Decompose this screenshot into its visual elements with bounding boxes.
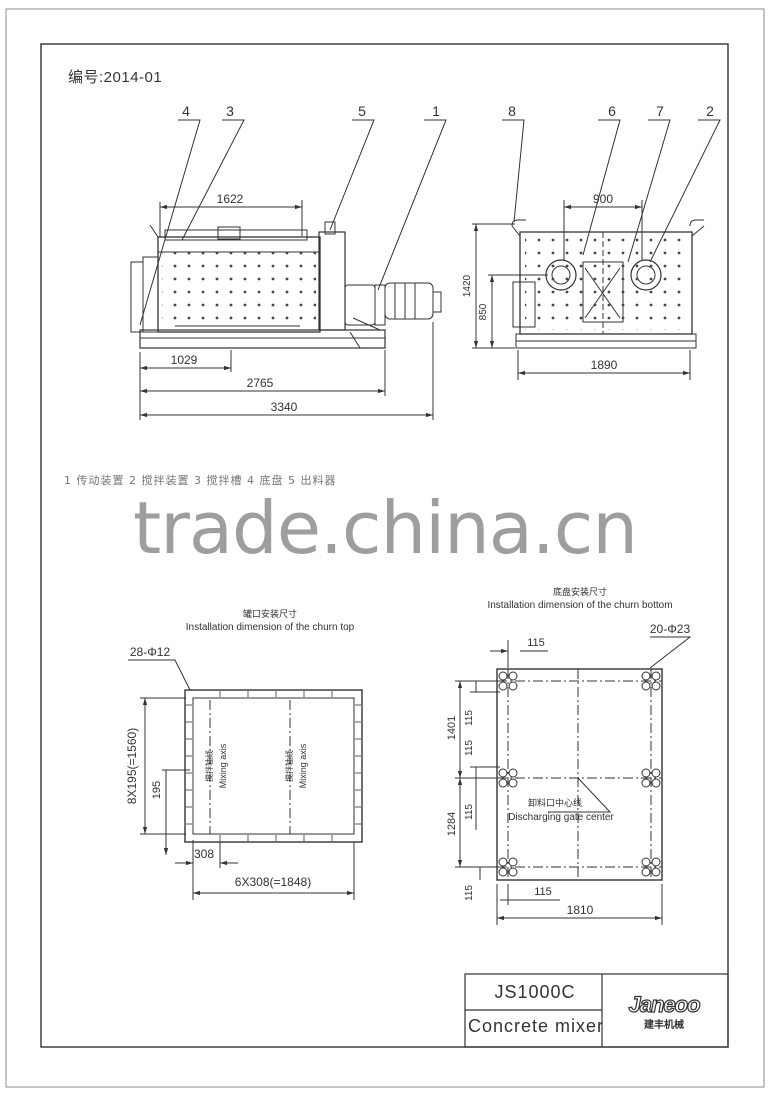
company-logo-sub: 建丰机械 bbox=[644, 1020, 684, 1031]
callout-3: 3 bbox=[226, 103, 234, 119]
axis-label-right-en: Mixing axis bbox=[298, 743, 308, 788]
dim-3340: 3340 bbox=[271, 400, 298, 414]
bottom-install-title-cn: 底盘安装尺寸 bbox=[553, 586, 607, 598]
dim-top-115: 115 bbox=[527, 637, 545, 649]
front-view bbox=[130, 119, 447, 420]
title-block bbox=[464, 973, 729, 1048]
title-block-name: Concrete mixer bbox=[468, 1016, 605, 1036]
parts-list-partial: 1 传动装置 2 搅拌装置 3 搅拌槽 4 底盘 5 出料器 bbox=[64, 474, 337, 487]
inner-frame bbox=[40, 43, 729, 1048]
top-install-title-en: Installation dimension of the churn top bbox=[186, 622, 355, 633]
dim-308: 308 bbox=[194, 847, 214, 861]
dim-1401: 1401 bbox=[446, 716, 458, 740]
top-hole-spec: 28-Φ12 bbox=[130, 645, 171, 659]
top-install-title-cn: 罐口安装尺寸 bbox=[243, 608, 297, 620]
bottom-install-drawing bbox=[455, 636, 692, 925]
front-view-labels: 4 3 5 1 1622 1029 2765 3340 bbox=[171, 103, 440, 414]
callout-4: 4 bbox=[182, 103, 190, 119]
dim-1420: 1420 bbox=[462, 274, 473, 297]
title-block-model: JS1000C bbox=[494, 982, 576, 1002]
dim-115-b: 115 bbox=[464, 740, 475, 756]
dim-115-d: 115 bbox=[464, 885, 475, 901]
side-view-labels: 8 6 7 2 900 1420 850 1890 bbox=[462, 103, 714, 372]
axis-label-left-en: Mixing axis bbox=[218, 743, 228, 788]
drawing-number: 编号:2014-01 bbox=[68, 69, 163, 86]
company-logo: Janeoo bbox=[628, 991, 701, 1017]
callout-8: 8 bbox=[508, 103, 516, 119]
discharge-center-cn: 卸料口中心线 bbox=[528, 797, 582, 809]
dim-1890: 1890 bbox=[591, 358, 618, 372]
dim-195: 195 bbox=[151, 781, 163, 799]
bottom-install-title-en: Installation dimension of the churn bott… bbox=[487, 600, 672, 611]
dim-900: 900 bbox=[593, 192, 613, 206]
dim-2765: 2765 bbox=[247, 376, 274, 390]
callout-7: 7 bbox=[656, 103, 664, 119]
axis-label-right-cn: 搅拌轴线 bbox=[284, 750, 294, 782]
bottom-hole-spec: 20-Φ23 bbox=[650, 622, 691, 636]
dim-1029: 1029 bbox=[171, 353, 198, 367]
dim-850: 850 bbox=[478, 303, 489, 320]
side-view bbox=[472, 119, 721, 380]
axis-label-left-cn: 搅拌轴线 bbox=[204, 750, 214, 782]
bottom-install-labels: 底盘安装尺寸 Installation dimension of the chu… bbox=[446, 586, 690, 917]
watermark: trade.china.cn bbox=[133, 486, 638, 570]
dim-115-c: 115 bbox=[464, 804, 475, 820]
dim-1810: 1810 bbox=[567, 903, 594, 917]
callout-6: 6 bbox=[608, 103, 616, 119]
callout-2: 2 bbox=[706, 103, 714, 119]
dim-1622: 1622 bbox=[217, 192, 244, 206]
callout-5: 5 bbox=[358, 103, 366, 119]
dim-8x195: 8X195(=1560) bbox=[125, 728, 139, 804]
dim-1284: 1284 bbox=[446, 812, 458, 836]
dim-115-a: 115 bbox=[464, 710, 475, 726]
dim-bottom-115: 115 bbox=[534, 886, 552, 898]
top-install-labels: 罐口安装尺寸 Installation dimension of the chu… bbox=[125, 608, 355, 889]
outer-border bbox=[5, 8, 765, 1088]
discharge-center-en: Discharging gate center bbox=[508, 812, 614, 823]
callout-1: 1 bbox=[432, 103, 440, 119]
dim-6x308: 6X308(=1848) bbox=[235, 875, 311, 889]
top-install-drawing bbox=[128, 659, 363, 900]
